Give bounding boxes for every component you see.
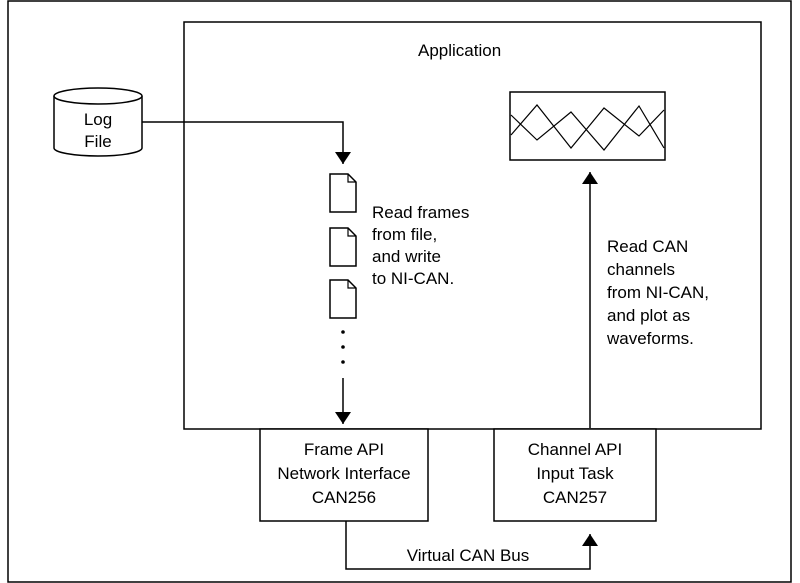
- waveform-line: [510, 104, 665, 149]
- frame-document-icon: [329, 227, 357, 267]
- ellipsis-dot: [341, 345, 345, 349]
- log-file-cylinder: [53, 87, 143, 157]
- write-step-line4: to NI-CAN.: [372, 269, 455, 288]
- write-step-line2: from file,: [372, 225, 438, 244]
- write-step-line1: Read frames: [372, 203, 470, 222]
- channel-api-line2: Input Task: [536, 464, 614, 483]
- ellipsis-dot: [341, 360, 345, 364]
- read-step-line3: from NI-CAN,: [607, 283, 709, 302]
- read-step-line1: Read CAN: [607, 237, 689, 256]
- log-file-label-line1: Log: [83, 110, 113, 129]
- read-step-line4: and plot as: [607, 306, 691, 325]
- frame-api-box: [259, 428, 429, 522]
- virtual-can-bus-line: [345, 521, 598, 570]
- frame-api-line2: Network Interface: [277, 464, 411, 483]
- virtual-can-bus-label: Virtual CAN Bus: [406, 546, 530, 565]
- frame-document-icon: [329, 279, 357, 319]
- frame-api-line1: Frame API: [303, 440, 385, 459]
- waveform-line: [510, 104, 665, 151]
- frame-api-line3: CAN256: [311, 488, 377, 507]
- figure-frame: [7, 0, 792, 583]
- log-to-frames-arrow: [142, 121, 351, 164]
- waveform-graph: [509, 91, 666, 161]
- frame-document-icon: [329, 173, 357, 213]
- channel-api-box: [493, 428, 657, 522]
- ellipsis-dot: [341, 330, 345, 334]
- application-title: Application: [418, 41, 502, 60]
- read-step-line2: channels: [607, 260, 676, 279]
- log-file-label-line2: File: [84, 132, 112, 151]
- channel-api-line3: CAN257: [542, 488, 608, 507]
- application-box: [183, 21, 762, 430]
- write-step-line3: and write: [372, 247, 441, 266]
- channel-api-line1: Channel API: [527, 440, 623, 459]
- read-step-line5: waveforms.: [607, 329, 694, 348]
